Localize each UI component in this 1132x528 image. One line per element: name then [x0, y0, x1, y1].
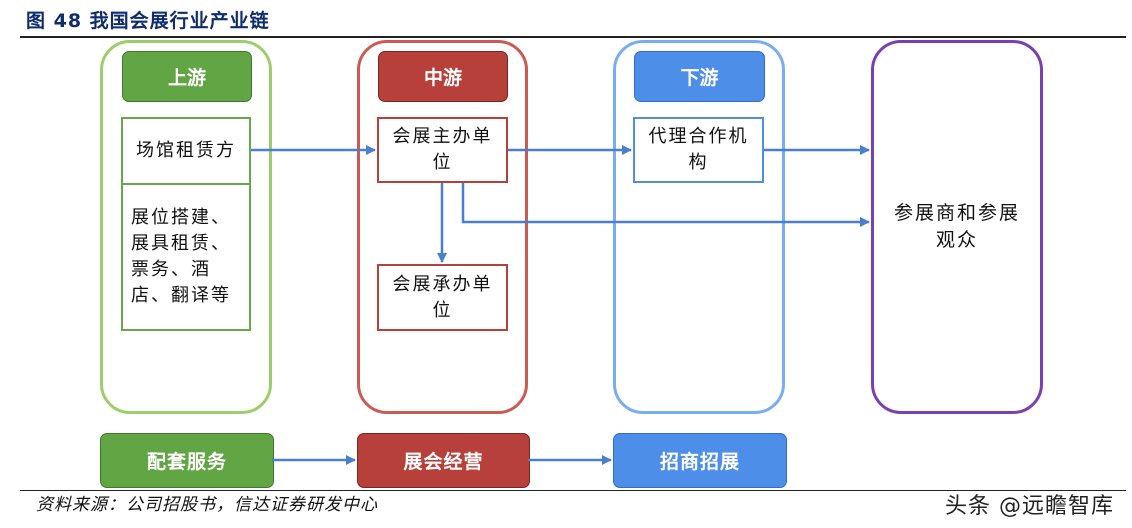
- support-services-footer: 配套服务: [100, 433, 274, 488]
- audience-column: [871, 40, 1043, 414]
- watermark: 头条 @远瞻智库: [945, 494, 1114, 519]
- contractor-label: 会展承办单位: [392, 273, 493, 321]
- agency-label: 代理合作机构: [648, 126, 749, 173]
- support-services-box: 展位搭建、展具租赁、票务、酒店、翻译等: [121, 183, 251, 331]
- exhibition-operation-footer: 展会经营: [357, 433, 530, 488]
- source-note: 资料来源：公司招股书，信达证券研发中心: [36, 495, 378, 515]
- bottom-rule: [20, 490, 1126, 491]
- top-rule: [20, 36, 1126, 38]
- audience-label: 参展商和参展观众: [893, 202, 1020, 251]
- arrow-organizer-to-audience: [461, 183, 870, 227]
- organizer-label: 会展主办单位: [392, 126, 493, 173]
- figure-title: 图 48 我国会展行业产业链: [26, 10, 270, 32]
- downstream-header: 下游: [634, 51, 765, 102]
- contractor-box: 会展承办单位: [377, 264, 508, 331]
- recruitment-footer: 招商招展: [613, 433, 787, 488]
- organizer-box: 会展主办单位: [377, 117, 508, 183]
- venue-lessor-label: 场馆租赁方: [136, 140, 236, 161]
- downstream-column: [613, 40, 785, 414]
- midstream-header: 中游: [378, 51, 508, 102]
- support-services-label: 展位搭建、展具租赁、票务、酒店、翻译等: [131, 207, 231, 306]
- upstream-header: 上游: [122, 51, 252, 102]
- agency-box: 代理合作机构: [633, 117, 764, 183]
